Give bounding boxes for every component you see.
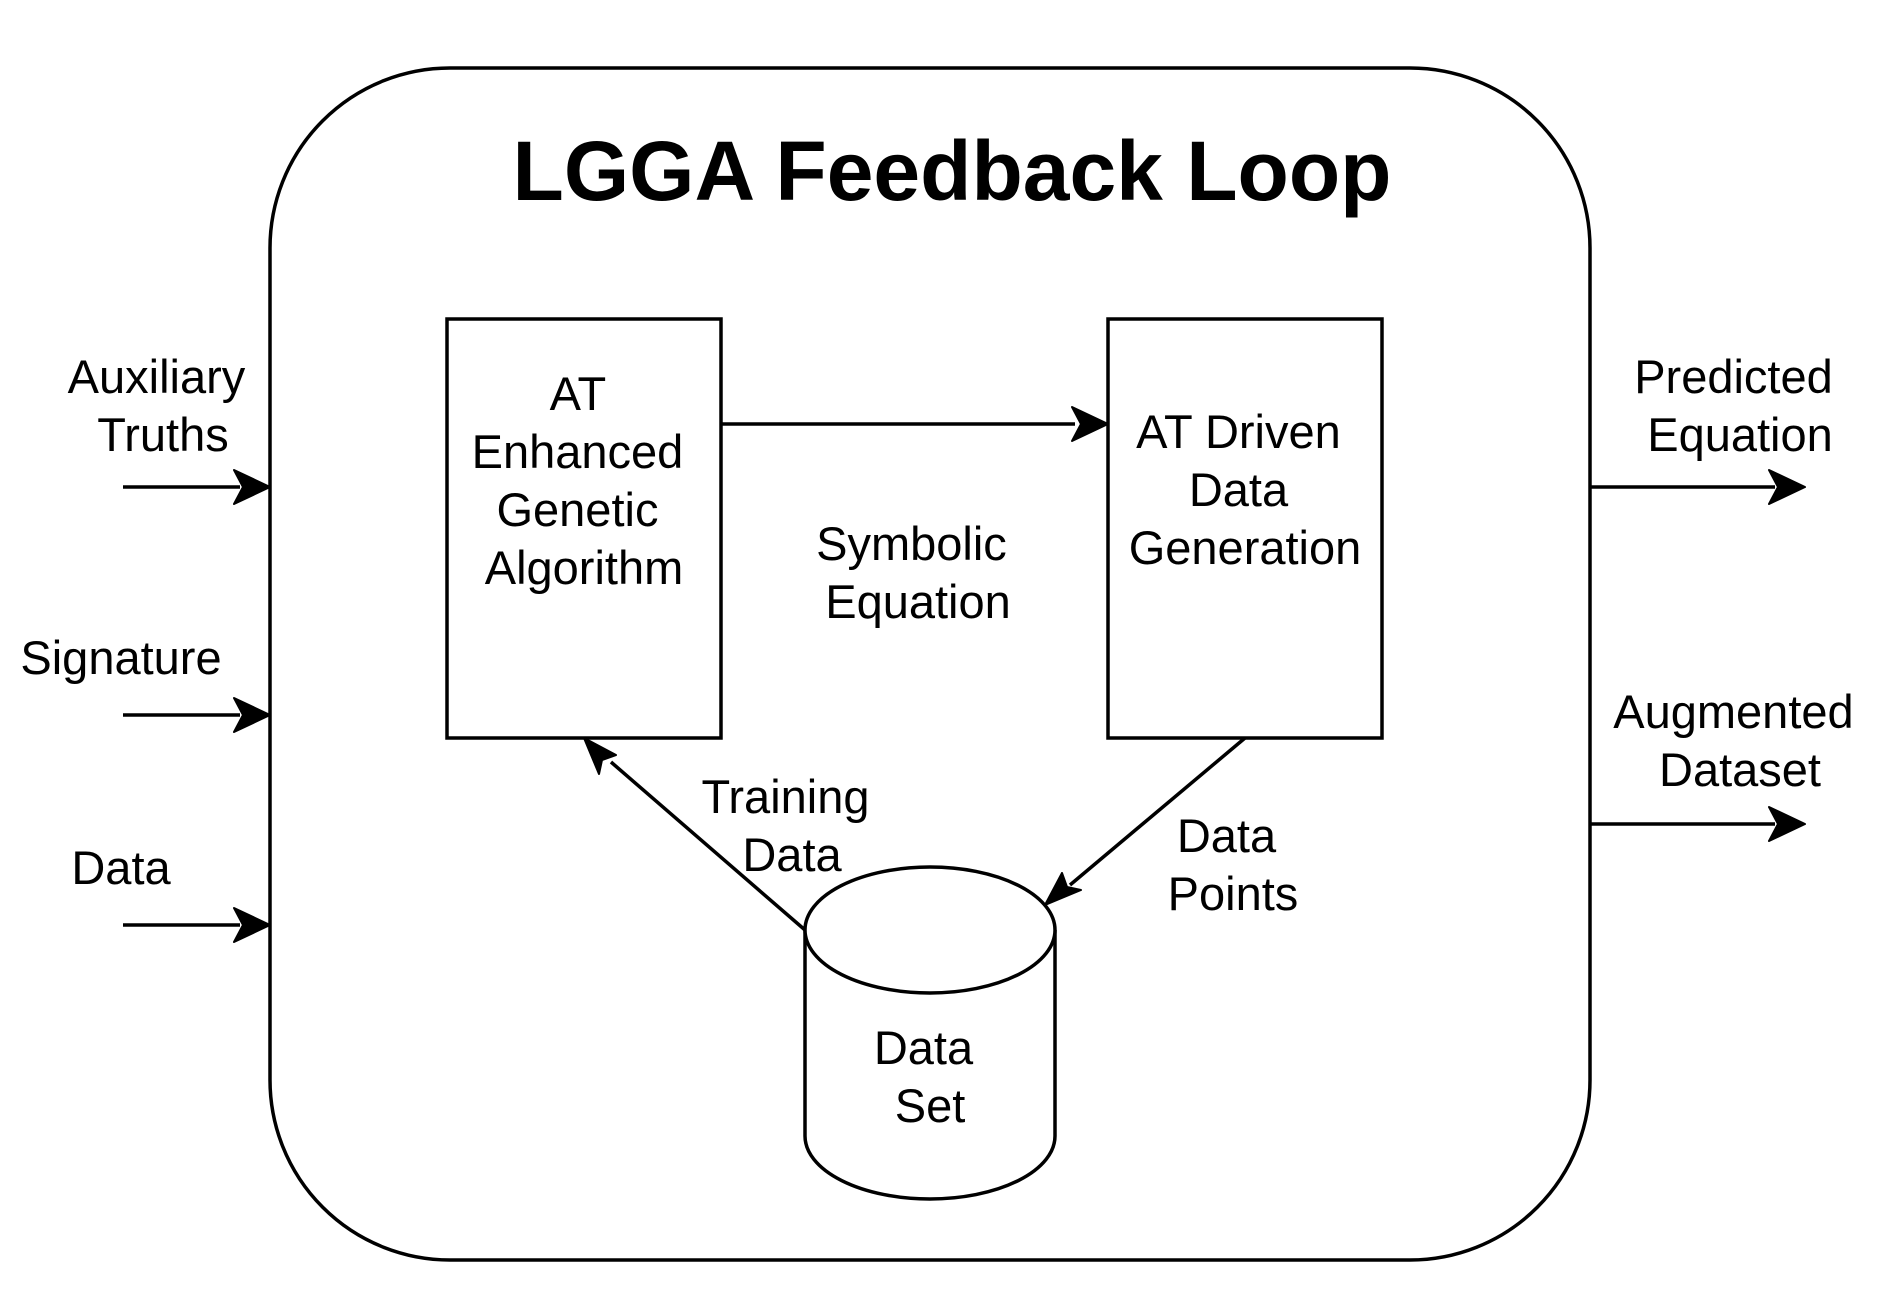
predicted-equation-arrow — [1590, 469, 1806, 505]
data-input-label: Data — [71, 841, 171, 894]
augmented-dataset-label: Augmented Dataset — [1613, 685, 1866, 796]
data-points-label: Data Points — [1168, 809, 1299, 920]
genetic-algorithm-label: AT Enhanced Genetic Algorithm — [472, 367, 697, 594]
symbolic-equation-label: Symbolic Equation — [816, 517, 1020, 628]
data-input-arrow — [123, 907, 271, 943]
training-data-arrow — [583, 737, 807, 932]
auxiliary-truths-arrow — [123, 469, 271, 505]
data-set-label: Data Set — [874, 1021, 986, 1132]
data-generation-label: AT Driven Data Generation — [1129, 405, 1362, 574]
diagram-title: LGGA Feedback Loop — [513, 124, 1392, 218]
genetic-algorithm-box — [445, 317, 723, 740]
augmented-dataset-arrow — [1590, 806, 1806, 842]
training-data-label: Training Data — [701, 770, 882, 881]
feedback-loop-container — [268, 66, 1592, 1262]
signature-label: Signature — [20, 631, 221, 684]
signature-arrow — [123, 697, 271, 733]
predicted-equation-label: Predicted Equation — [1634, 350, 1846, 461]
data-set-cylinder — [803, 865, 1057, 1201]
data-points-arrow — [1044, 736, 1247, 906]
auxiliary-truths-label: Auxiliary Truths — [68, 350, 259, 461]
symbolic-equation-arrow — [721, 406, 1109, 442]
